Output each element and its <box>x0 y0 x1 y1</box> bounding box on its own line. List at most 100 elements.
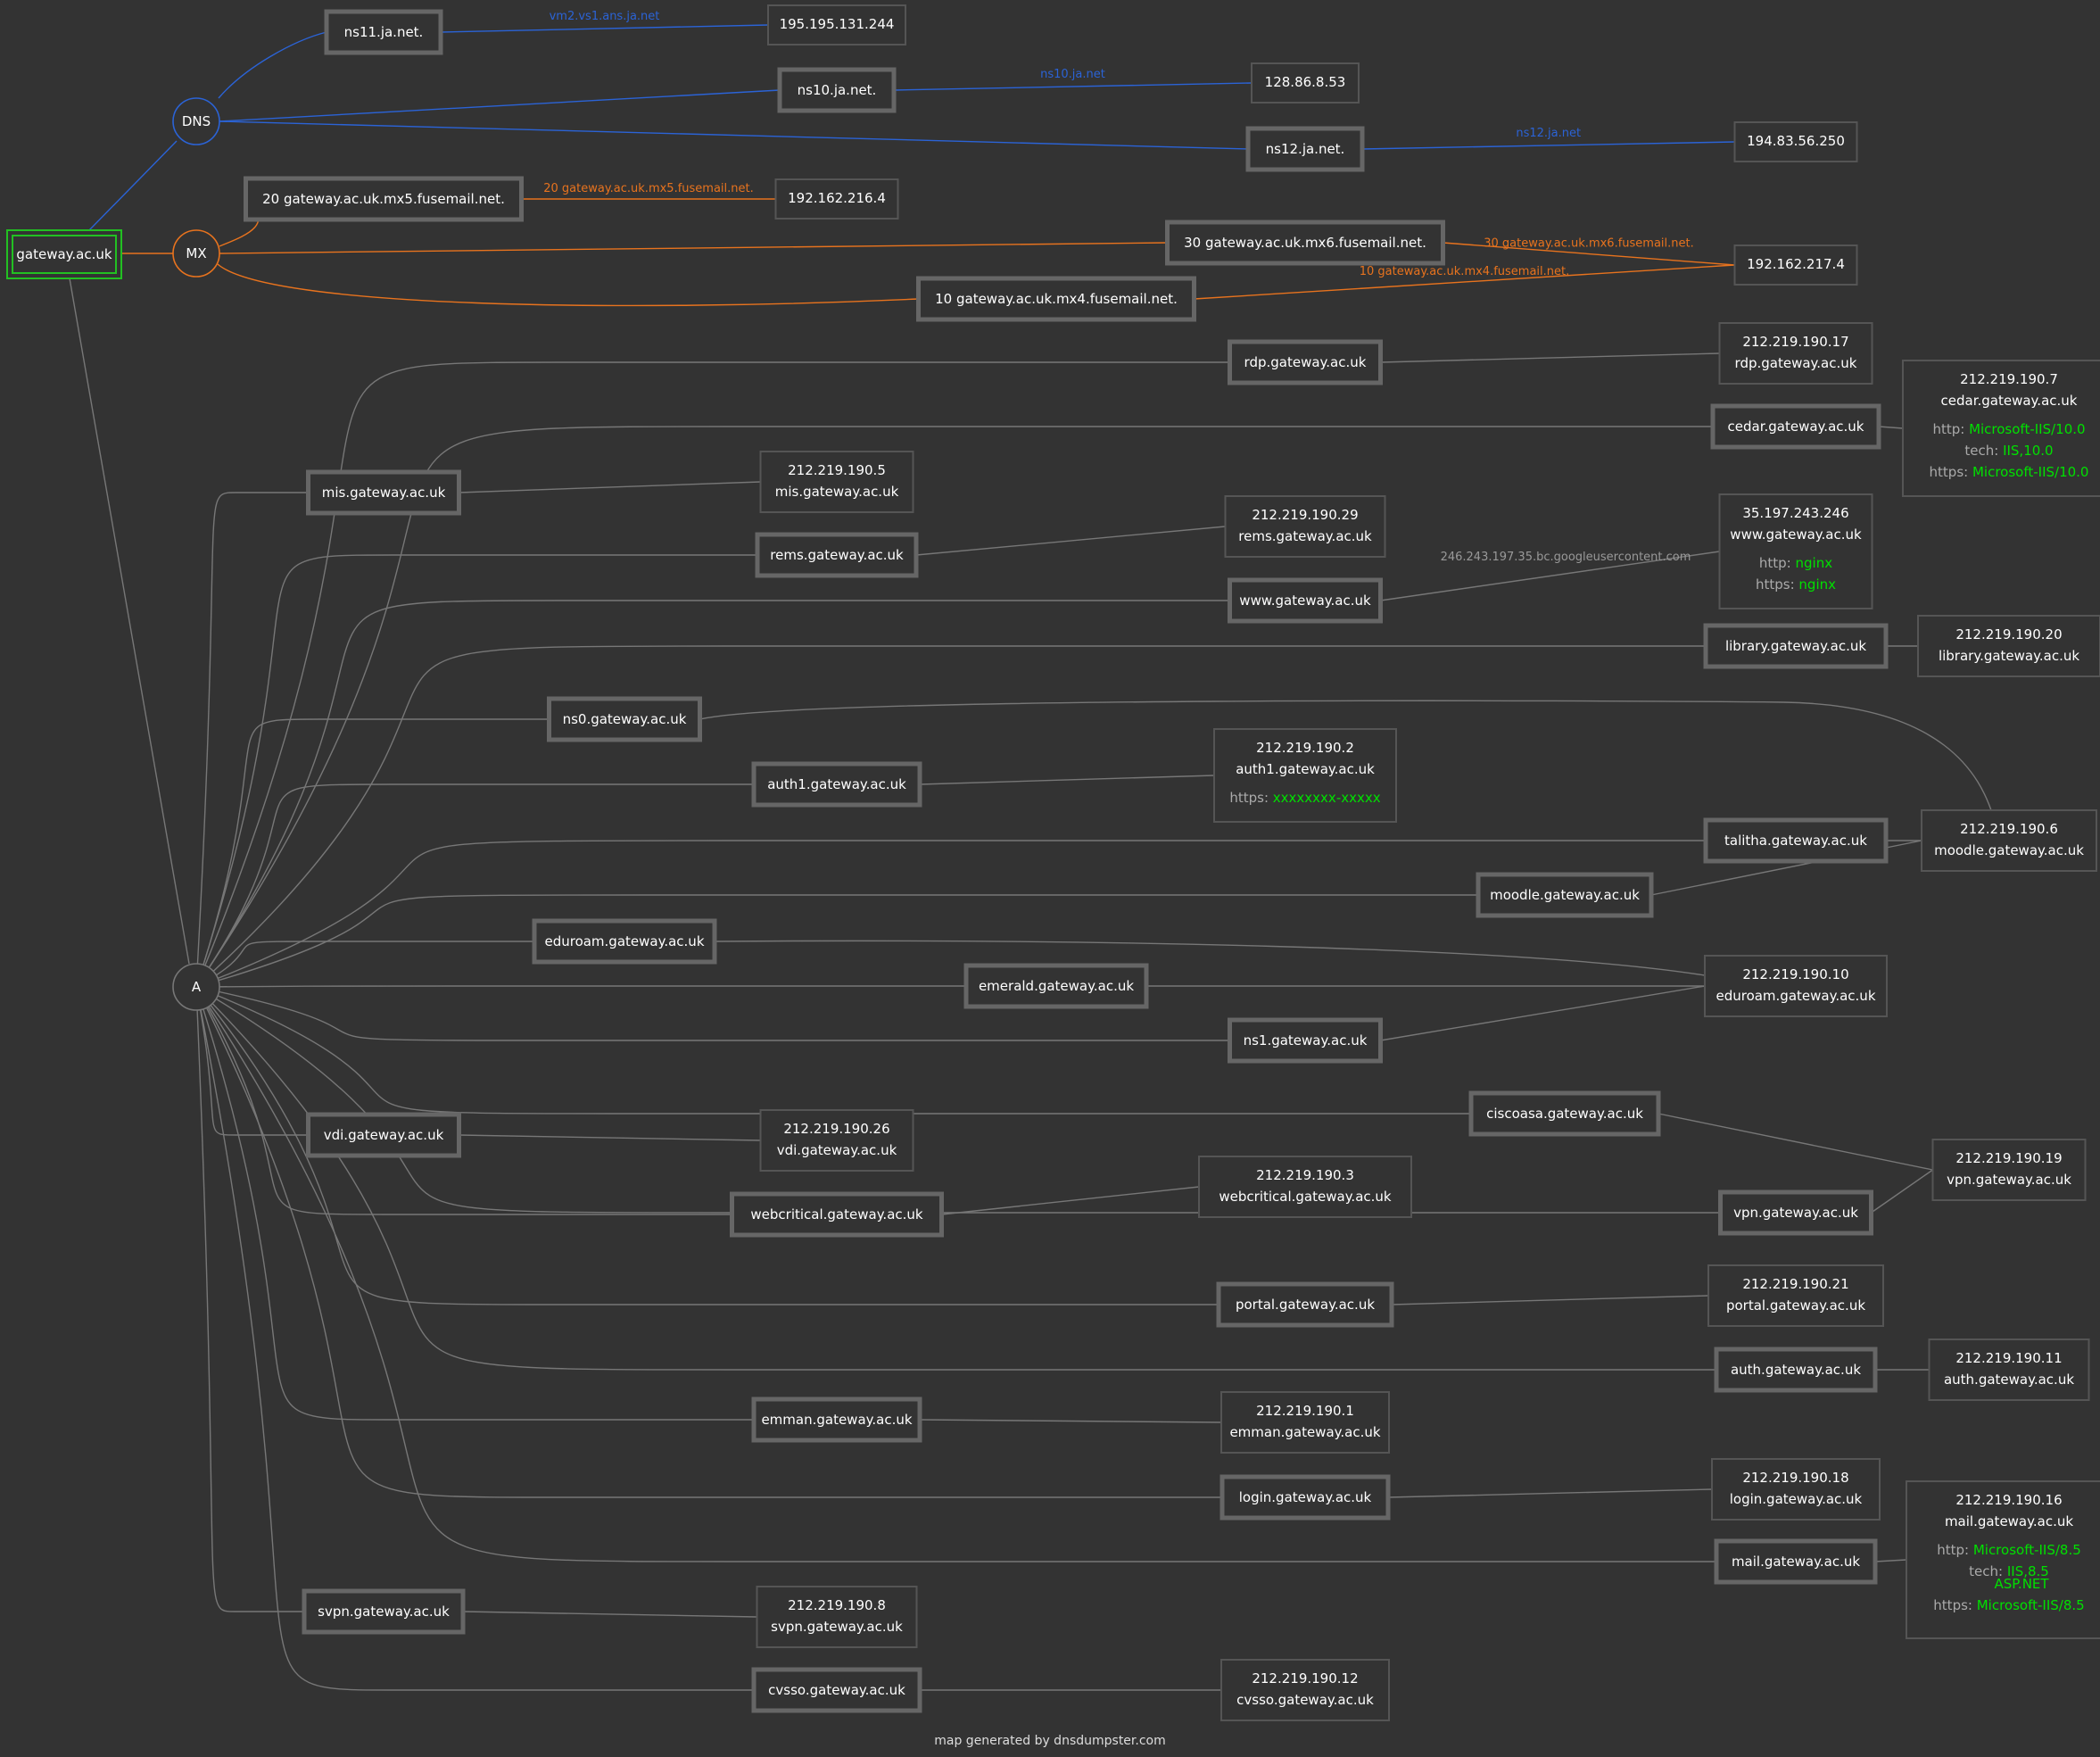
host-label: emerald.gateway.ac.uk <box>979 978 1134 994</box>
edge-a-moodle <box>195 894 1478 988</box>
service-value-extra: ASP.NET <box>1994 1576 2049 1592</box>
service-https: https: nginx <box>1756 576 1836 593</box>
edge-a-login <box>195 986 1222 1498</box>
a-host-rems[interactable]: rems.gateway.ac.uk <box>755 532 919 578</box>
a-host-cvsso[interactable]: cvsso.gateway.ac.uk <box>751 1667 922 1713</box>
edge-a-www <box>195 600 1230 988</box>
ip-box-frame <box>1220 1659 1390 1721</box>
a-host-mis[interactable]: mis.gateway.ac.uk <box>306 469 461 516</box>
host-label: auth.gateway.ac.uk <box>1731 1362 1861 1378</box>
ip-address: 195.195.131.244 <box>780 16 895 32</box>
a-host-www[interactable]: www.gateway.ac.uk <box>1228 577 1383 624</box>
mx-host-0[interactable]: 20 gateway.ac.uk.mx5.fusemail.net. <box>244 176 524 222</box>
a-host-emerald[interactable]: emerald.gateway.ac.uk <box>963 963 1149 1009</box>
a-type-node[interactable]: A <box>172 963 220 1011</box>
ip-address: 35.197.243.246 <box>1742 505 1848 521</box>
host-label: www.gateway.ac.uk <box>1239 593 1371 609</box>
ip-box-frame <box>756 1586 918 1648</box>
a-host-eduroam[interactable]: eduroam.gateway.ac.uk <box>532 918 717 965</box>
service-key: tech: <box>1964 443 2003 459</box>
host-label: webcritical.gateway.ac.uk <box>750 1206 923 1222</box>
edge-ns0-ip <box>699 700 1994 816</box>
mx-type-node[interactable]: MX <box>172 229 220 278</box>
ip-address: 212.219.190.11 <box>1955 1350 2062 1366</box>
edge-root-a <box>69 278 190 965</box>
reverse-host: library.gateway.ac.uk <box>1939 648 2079 664</box>
host-box-frame <box>1228 577 1383 624</box>
edge-a-vdi <box>195 986 309 1136</box>
edge-a-ns1 <box>195 986 1230 1041</box>
a-host-moodle[interactable]: moodle.gateway.ac.uk <box>1476 872 1654 918</box>
reverse-host: mail.gateway.ac.uk <box>1945 1513 2073 1529</box>
a-host-portal[interactable]: portal.gateway.ac.uk <box>1216 1281 1394 1328</box>
edge-ip-rdp <box>1380 352 1720 363</box>
reverse-host: portal.gateway.ac.uk <box>1726 1297 1865 1314</box>
mx-edge-label: 30 gateway.ac.uk.mx6.fusemail.net. <box>1484 237 1694 251</box>
ip-box-frame <box>1931 1139 2087 1201</box>
edge-ip-svpn <box>462 1611 757 1618</box>
service-tech: tech: IIS,10.0 <box>1964 443 2053 459</box>
mx-edge-label: 10 gateway.ac.uk.mx4.fusemail.net. <box>1360 265 1570 278</box>
service-value: Microsoft-IIS/10.0 <box>1969 421 2086 437</box>
edge-ip-ciscoasa <box>1658 1113 1933 1171</box>
ns-edge-label: ns12.ja.net <box>1516 127 1581 140</box>
mx-host-2[interactable]: 10 gateway.ac.uk.mx4.fusemail.net. <box>916 276 1196 322</box>
edge-ip-www <box>1380 551 1720 601</box>
ip-box-frame <box>1733 244 1858 286</box>
service-http: http: Microsoft-IIS/10.0 <box>1932 421 2085 437</box>
a-host-ns1[interactable]: ns1.gateway.ac.uk <box>1228 1017 1383 1064</box>
reverse-host: cedar.gateway.ac.uk <box>1941 393 2078 409</box>
mx-edge-label: 20 gateway.ac.uk.mx5.fusemail.net. <box>543 182 754 195</box>
reverse-host: vpn.gateway.ac.uk <box>1947 1172 2071 1188</box>
a-host-talitha[interactable]: talitha.gateway.ac.uk <box>1703 817 1889 864</box>
a-host-auth[interactable]: auth.gateway.ac.uk <box>1714 1347 1878 1393</box>
a-host-ciscoasa[interactable]: ciscoasa.gateway.ac.uk <box>1468 1090 1661 1137</box>
ns-edge-label: ns10.ja.net <box>1040 68 1105 81</box>
host-label: 20 gateway.ac.uk.mx5.fusemail.net. <box>262 191 505 207</box>
ns-host-ns11-ja-net[interactable]: ns11.ja.net. <box>324 9 443 55</box>
edge-a-portal <box>195 986 1219 1305</box>
ns-host-ns12-ja-net[interactable]: ns12.ja.net. <box>1245 126 1365 172</box>
a-host-cedar[interactable]: cedar.gateway.ac.uk <box>1710 403 1881 450</box>
host-box-frame <box>1714 1347 1878 1393</box>
a-host-vdi[interactable]: vdi.gateway.ac.uk <box>306 1112 461 1158</box>
service-key: tech: <box>1969 1563 2007 1579</box>
reverse-host: moodle.gateway.ac.uk <box>1934 842 2084 858</box>
a-host-svpn[interactable]: svpn.gateway.ac.uk <box>302 1588 466 1635</box>
a-host-mail[interactable]: mail.gateway.ac.uk <box>1714 1538 1878 1585</box>
a-host-vpn[interactable]: vpn.gateway.ac.uk <box>1718 1189 1873 1236</box>
ip-box-frame <box>1707 1264 1884 1327</box>
ip-address: 212.219.190.20 <box>1955 626 2062 642</box>
host-label: cvsso.gateway.ac.uk <box>768 1682 905 1698</box>
a-host-auth1[interactable]: auth1.gateway.ac.uk <box>751 761 922 808</box>
a-host-emman[interactable]: emman.gateway.ac.uk <box>751 1396 922 1443</box>
edge-dns-ns10-ja-net <box>219 89 781 122</box>
service-key: https: <box>1756 576 1798 593</box>
a-host-login[interactable]: login.gateway.ac.uk <box>1219 1474 1391 1521</box>
root-domain-node[interactable]: gateway.ac.uk <box>6 229 122 279</box>
edge-a-auth <box>195 986 1716 1371</box>
a-host-library[interactable]: library.gateway.ac.uk <box>1703 623 1889 669</box>
dns-type-node[interactable]: DNS <box>172 97 220 145</box>
service-key: https: <box>1930 464 1972 480</box>
reverse-host: mis.gateway.ac.uk <box>775 484 899 500</box>
edge-a-cvsso <box>195 986 754 1691</box>
edge-ip-login <box>1387 1488 1713 1498</box>
ip-address: 212.219.190.19 <box>1955 1150 2062 1166</box>
ip-box-frame <box>1917 615 2100 677</box>
www-ptr-label: 246.243.197.35.bc.googleusercontent.com <box>1441 551 1691 564</box>
a-host-rdp[interactable]: rdp.gateway.ac.uk <box>1228 339 1383 385</box>
mx-host-1[interactable]: 30 gateway.ac.uk.mx6.fusemail.net. <box>1165 220 1445 266</box>
host-box-frame <box>1228 339 1383 385</box>
mx-ip-192-162-216-4: 192.162.216.4 <box>774 178 899 220</box>
edge-a-mail <box>195 986 1716 1562</box>
a-host-webcritical[interactable]: webcritical.gateway.ac.uk <box>730 1191 944 1238</box>
host-label: vdi.gateway.ac.uk <box>324 1127 444 1143</box>
a-host-ns0[interactable]: ns0.gateway.ac.uk <box>547 696 702 742</box>
service-http: http: nginx <box>1759 555 1832 571</box>
ns-host-ns10-ja-net[interactable]: ns10.ja.net. <box>777 67 897 113</box>
